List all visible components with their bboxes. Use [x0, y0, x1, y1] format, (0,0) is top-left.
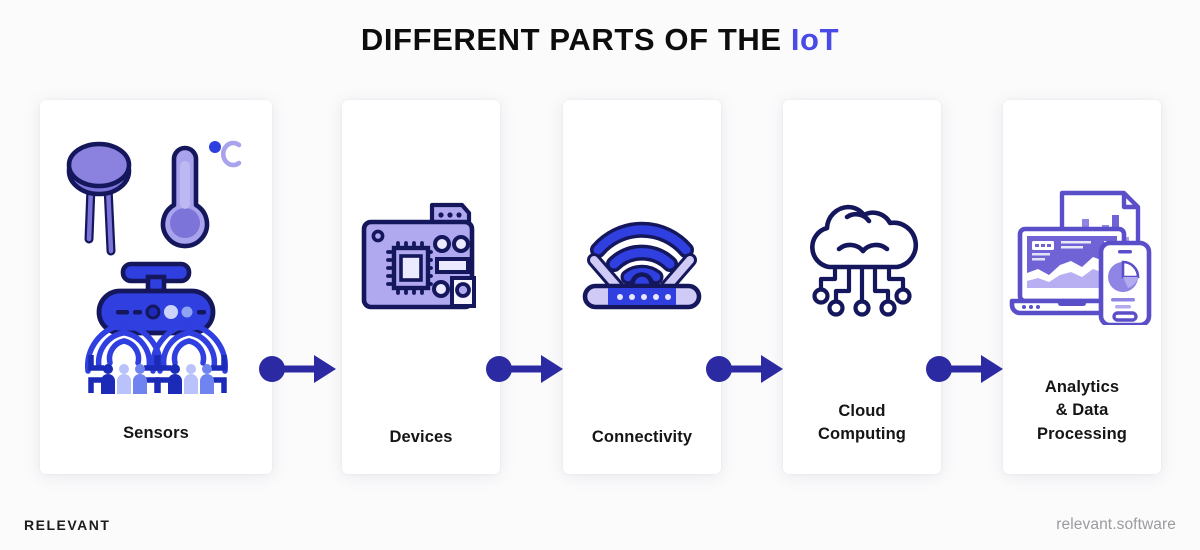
- circuit-board-icon-svg: [361, 202, 476, 310]
- page-title-accent: IoT: [790, 22, 840, 57]
- card-label-line: Analytics: [1044, 378, 1120, 396]
- card-cloud-computing[interactable]: Cloud Computing: [783, 100, 941, 474]
- thermistor-icon: [66, 141, 132, 255]
- people-detection-frame-right-icon: [155, 354, 227, 394]
- led-indicators-icon: [617, 294, 671, 300]
- card-analytics-data-processing[interactable]: Analytics & Data Processing: [1003, 100, 1161, 474]
- circuit-board-icon: [342, 196, 500, 316]
- brand-logo: RELEVANT: [24, 517, 111, 533]
- card-label-sensors: Sensors: [40, 422, 272, 445]
- cloud-circuit-icon-svg: [810, 204, 919, 317]
- wifi-router-icon: [563, 196, 721, 316]
- arrow-connectivity-to-cloud: [705, 352, 785, 386]
- cloud-circuit-icon: [783, 190, 941, 320]
- microchip-icon: [386, 241, 433, 295]
- card-label-line: Connectivity: [591, 428, 693, 446]
- person-figures-right: [168, 363, 214, 394]
- page-title: DIFFERENT PARTS OF THE IoT: [0, 22, 1200, 58]
- diagram-stage: Sensors: [0, 100, 1200, 475]
- sensors-icon-svg: [66, 140, 242, 394]
- laptop-area-chart-series-2: [1027, 268, 1117, 288]
- cloud-outline-icon: [810, 204, 919, 270]
- card-label-line: Devices: [389, 428, 453, 446]
- terminal-nodes-icon: [812, 287, 912, 317]
- wifi-router-icon-svg: [582, 221, 702, 310]
- card-label-line: Sensors: [123, 424, 189, 442]
- flow-arrow-icon: [486, 355, 563, 383]
- page-title-main: DIFFERENT PARTS OF THE: [360, 22, 791, 57]
- card-label-devices: Devices: [342, 426, 500, 449]
- card-label-line: Processing: [1037, 424, 1127, 443]
- sensors-icon: [40, 128, 272, 398]
- card-label-cloud-computing: Cloud Computing: [783, 400, 941, 447]
- card-label-connectivity: Connectivity: [563, 426, 721, 449]
- router-base-icon: [582, 283, 702, 310]
- arrow-cloud-to-analytics: [925, 352, 1005, 386]
- card-label-line: & Data: [1055, 401, 1109, 420]
- phone-pie-chart-icon: [1098, 240, 1152, 325]
- pie-chart: [1108, 260, 1140, 292]
- flow-arrow-icon: [259, 355, 336, 383]
- laptop-base-dots: [1022, 305, 1040, 309]
- flow-arrow-icon: [706, 355, 783, 383]
- website-url: relevant.software: [1056, 516, 1176, 533]
- card-label-line: Cloud: [838, 402, 886, 420]
- person-figures-left: [101, 363, 147, 394]
- flow-arrow-icon: [926, 355, 1003, 383]
- signal-waves-left-icon: [84, 321, 164, 374]
- circuit-traces-icon: [818, 264, 906, 304]
- thermometer-icon: [160, 145, 210, 248]
- celsius-icon: [209, 140, 242, 167]
- analytics-devices-icon: [1003, 180, 1161, 330]
- arrow-devices-to-connectivity: [485, 352, 565, 386]
- motion-detector-icon: [96, 261, 216, 335]
- card-label-analytics-data-processing: Analytics & Data Processing: [1003, 376, 1161, 446]
- card-label-line: Computing: [818, 425, 906, 444]
- card-sensors[interactable]: Sensors: [40, 100, 272, 474]
- arrow-sensors-to-devices: [258, 352, 338, 386]
- card-devices[interactable]: Devices: [342, 100, 500, 474]
- card-connectivity[interactable]: Connectivity: [563, 100, 721, 474]
- analytics-devices-icon-svg: [1009, 190, 1152, 325]
